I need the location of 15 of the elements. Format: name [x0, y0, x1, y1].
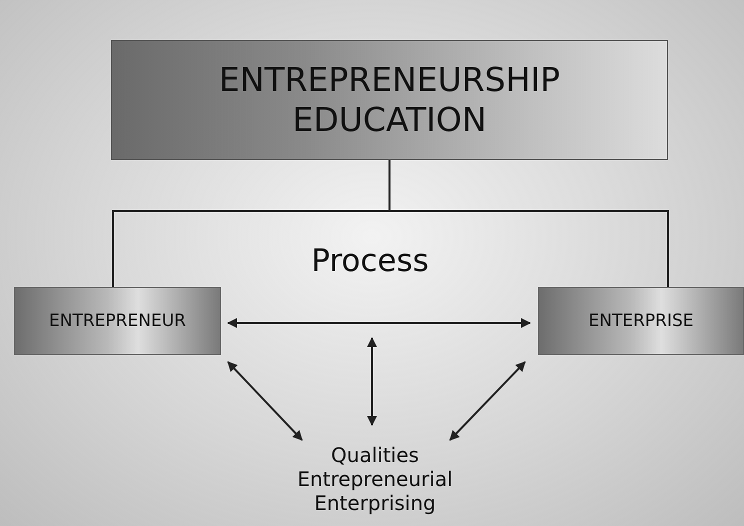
quality-item: Entrepreneurial: [297, 467, 453, 491]
double-arrow: [227, 361, 303, 441]
qualities-text: Qualities: [331, 443, 419, 467]
box-label: ENTREPRENEUR: [49, 310, 186, 332]
process-label: Process: [311, 243, 429, 281]
enterprise-box: [538, 287, 744, 355]
connector-line: [112, 159, 669, 288]
quality-item: Enterprising: [314, 491, 436, 515]
box-label: ENTREPRENEURSHIP EDUCATION: [218, 60, 562, 140]
double-arrow: [367, 337, 377, 426]
box-label: ENTERPRISE: [588, 310, 694, 332]
double-arrow: [449, 361, 526, 441]
entrepreneur-box: [14, 287, 221, 355]
double-arrow: [227, 318, 531, 328]
title-box: [111, 40, 668, 160]
